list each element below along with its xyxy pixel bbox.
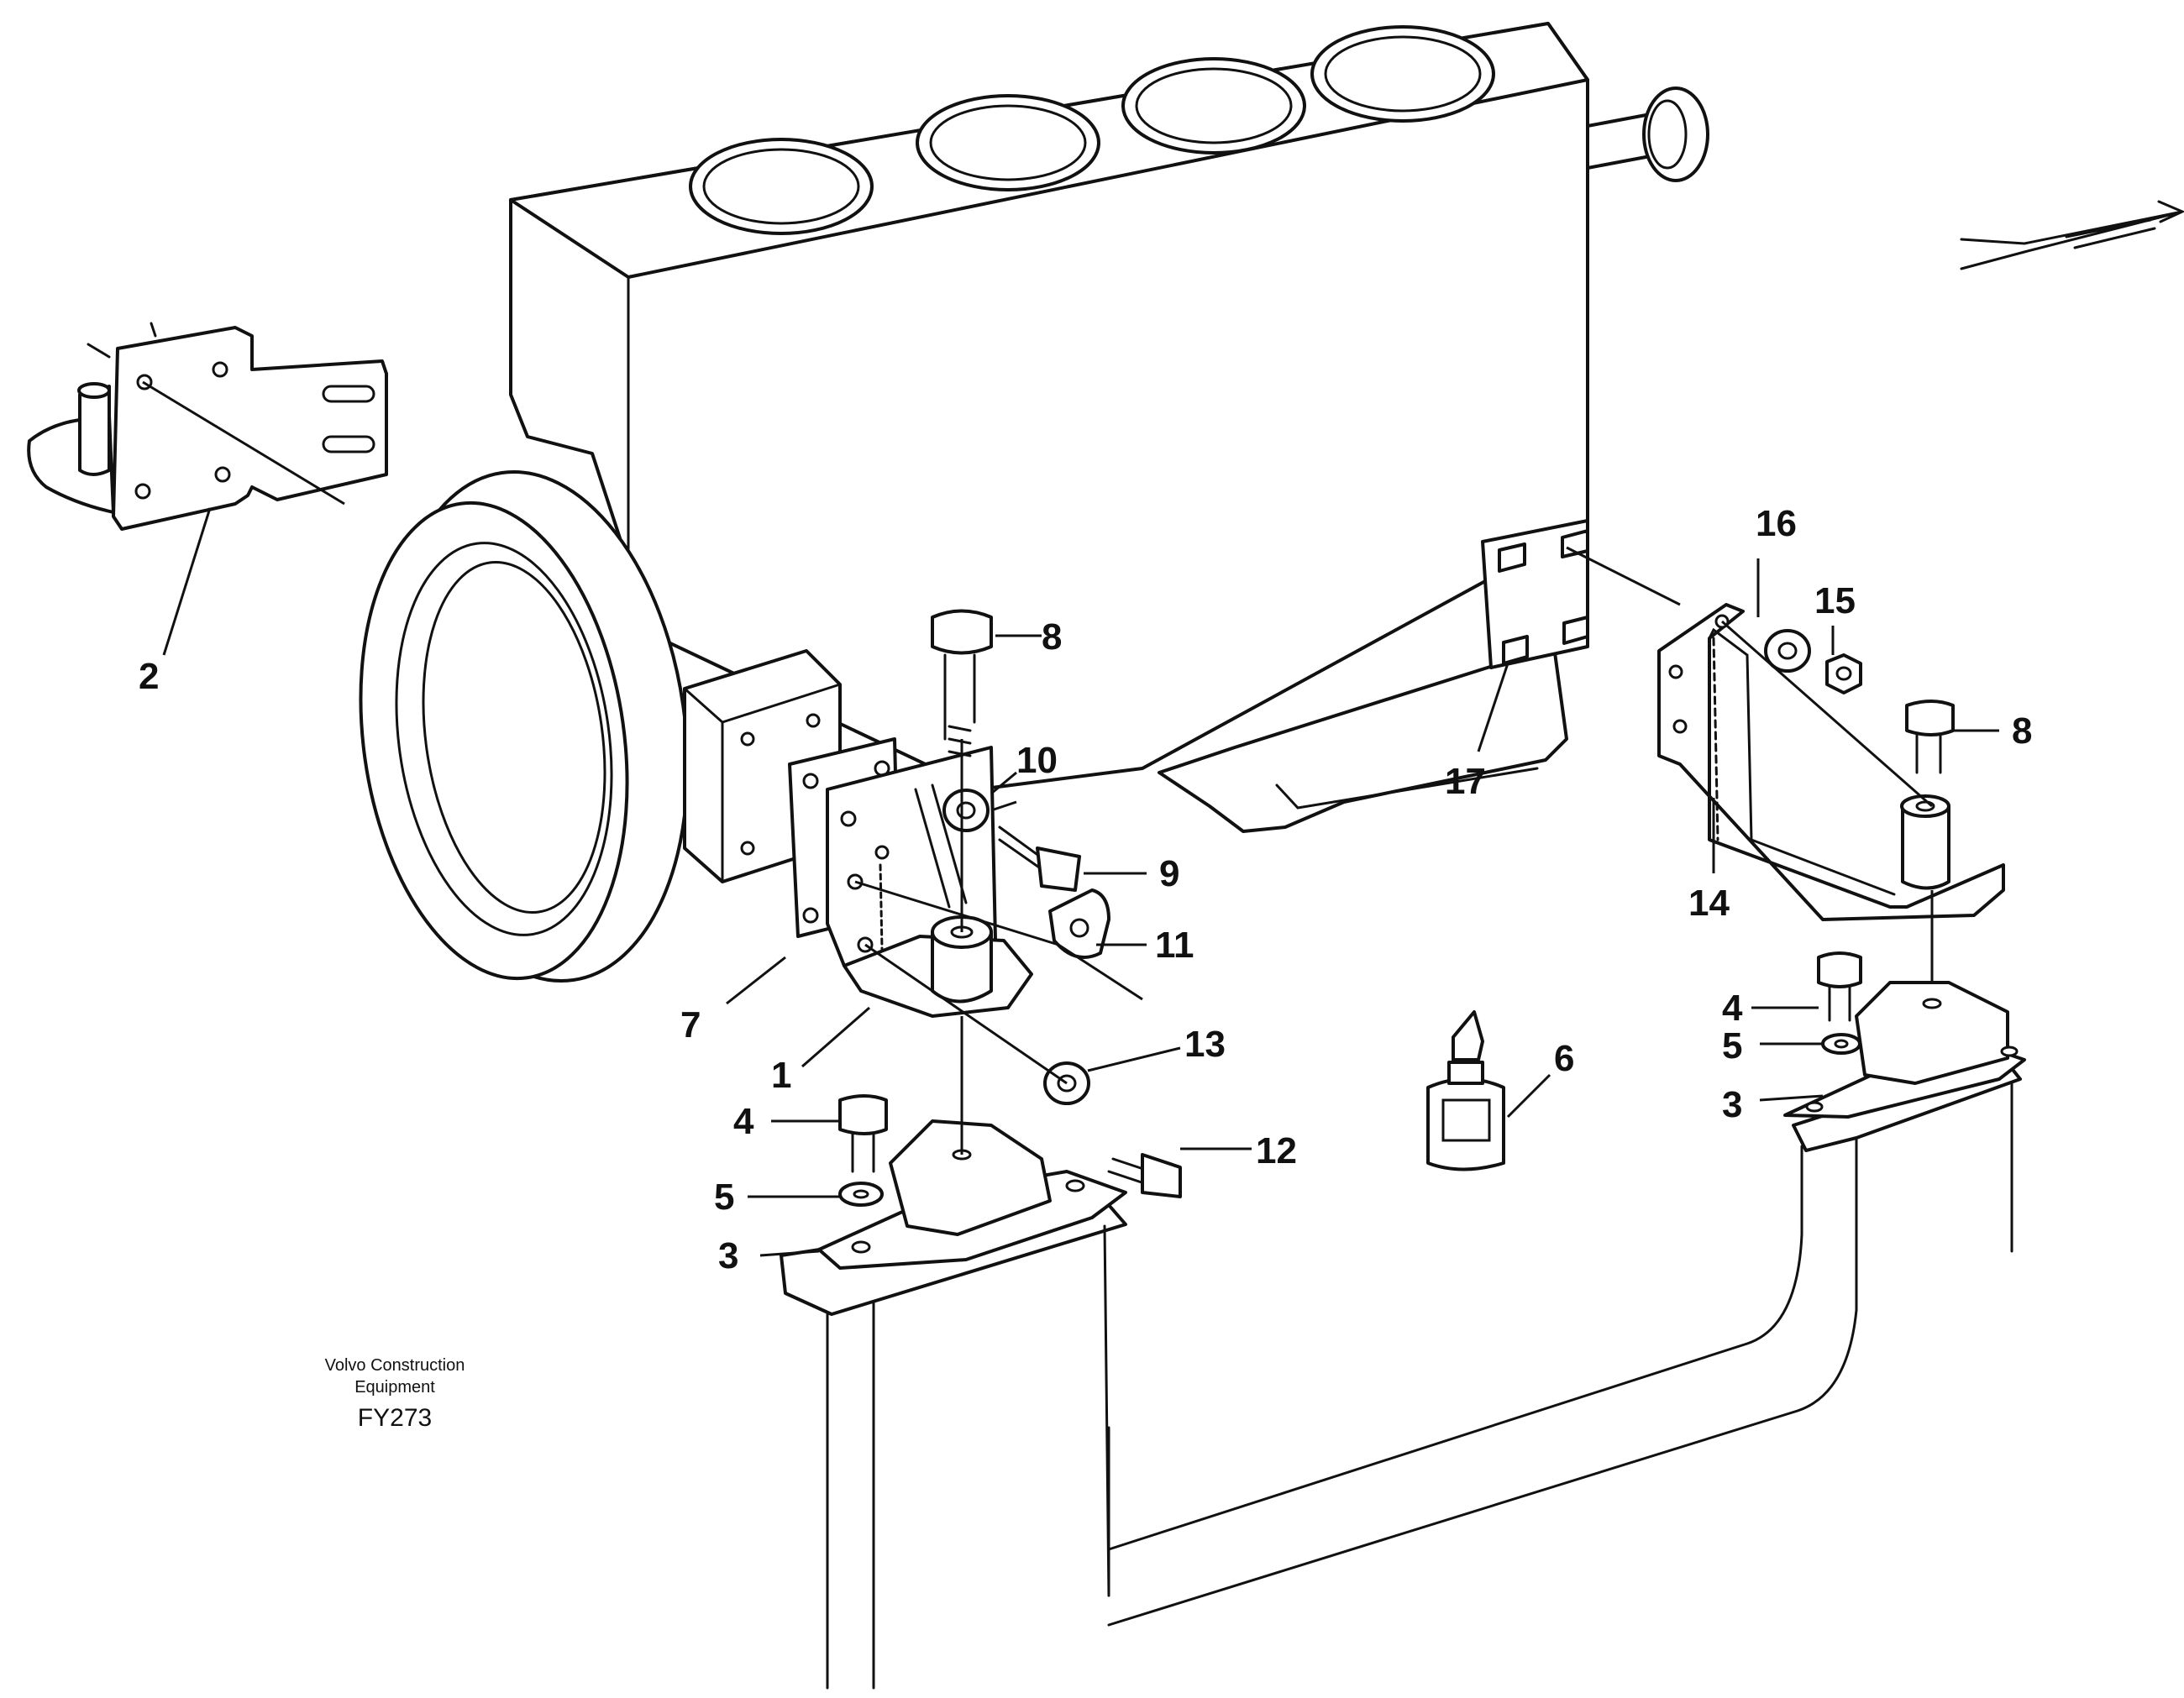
figure-code: FY273 <box>358 1404 432 1432</box>
direction-arrow-icon <box>1960 200 2184 270</box>
callout-15: 15 <box>1814 580 1856 621</box>
studs-17 <box>1498 529 1589 665</box>
adhesive-bottle <box>1426 1010 1505 1171</box>
washer-5-rear <box>1821 1033 1861 1055</box>
nut-15 <box>1825 653 1862 694</box>
assembly-lines <box>142 380 1934 1155</box>
engine-block <box>509 22 1589 833</box>
callout-labels: 1 2 3 3 4 4 5 5 6 7 8 8 9 10 11 12 13 14… <box>139 503 2032 1276</box>
bracket-14 <box>1657 603 2005 921</box>
callout-8-rear: 8 <box>2012 710 2032 752</box>
callout-4-rear: 4 <box>1722 988 1743 1029</box>
callout-4-front: 4 <box>733 1101 754 1142</box>
bracket-2 <box>27 322 388 531</box>
callout-5-rear: 5 <box>1722 1025 1742 1066</box>
washer-16 <box>1764 629 1811 673</box>
rubber-mount-rear <box>1783 981 2026 1119</box>
callout-8-front: 8 <box>1042 616 1062 658</box>
callout-14: 14 <box>1688 883 1730 924</box>
callout-2: 2 <box>139 656 159 697</box>
output-shaft <box>1586 86 1709 182</box>
callout-10: 10 <box>1016 740 1058 781</box>
callout-leaders <box>162 507 1999 1257</box>
callout-3-rear: 3 <box>1722 1084 1742 1125</box>
callout-12: 12 <box>1256 1130 1297 1171</box>
callout-9: 9 <box>1159 853 1179 894</box>
callout-1: 1 <box>771 1055 791 1096</box>
callout-7: 7 <box>680 1004 701 1046</box>
callout-16: 16 <box>1756 503 1797 544</box>
callout-6: 6 <box>1554 1038 1574 1079</box>
plate-11 <box>1048 888 1110 959</box>
frame-front <box>780 1203 1127 1690</box>
bolt-4-front <box>838 1094 888 1173</box>
callout-11: 11 <box>1155 925 1194 966</box>
bolt-8-front <box>931 609 993 757</box>
flywheel <box>359 469 690 983</box>
washer-10 <box>942 789 990 832</box>
bolt-8-rear <box>1905 700 1955 774</box>
callout-5-front: 5 <box>714 1177 734 1218</box>
credit-line-2: Equipment <box>354 1378 435 1397</box>
bolt-12 <box>1107 1153 1182 1198</box>
callout-13: 13 <box>1184 1024 1226 1065</box>
callout-17: 17 <box>1445 761 1486 802</box>
bolt-4-rear <box>1817 951 1862 1022</box>
callout-3-front: 3 <box>718 1235 738 1276</box>
bolt-9 <box>998 825 1081 892</box>
frame-rear <box>1107 1056 2022 1627</box>
credit-line-1: Volvo Construction <box>325 1356 465 1375</box>
washer-5-front <box>838 1182 884 1207</box>
figure-credit: Volvo Construction Equipment FY273 <box>325 1356 465 1432</box>
